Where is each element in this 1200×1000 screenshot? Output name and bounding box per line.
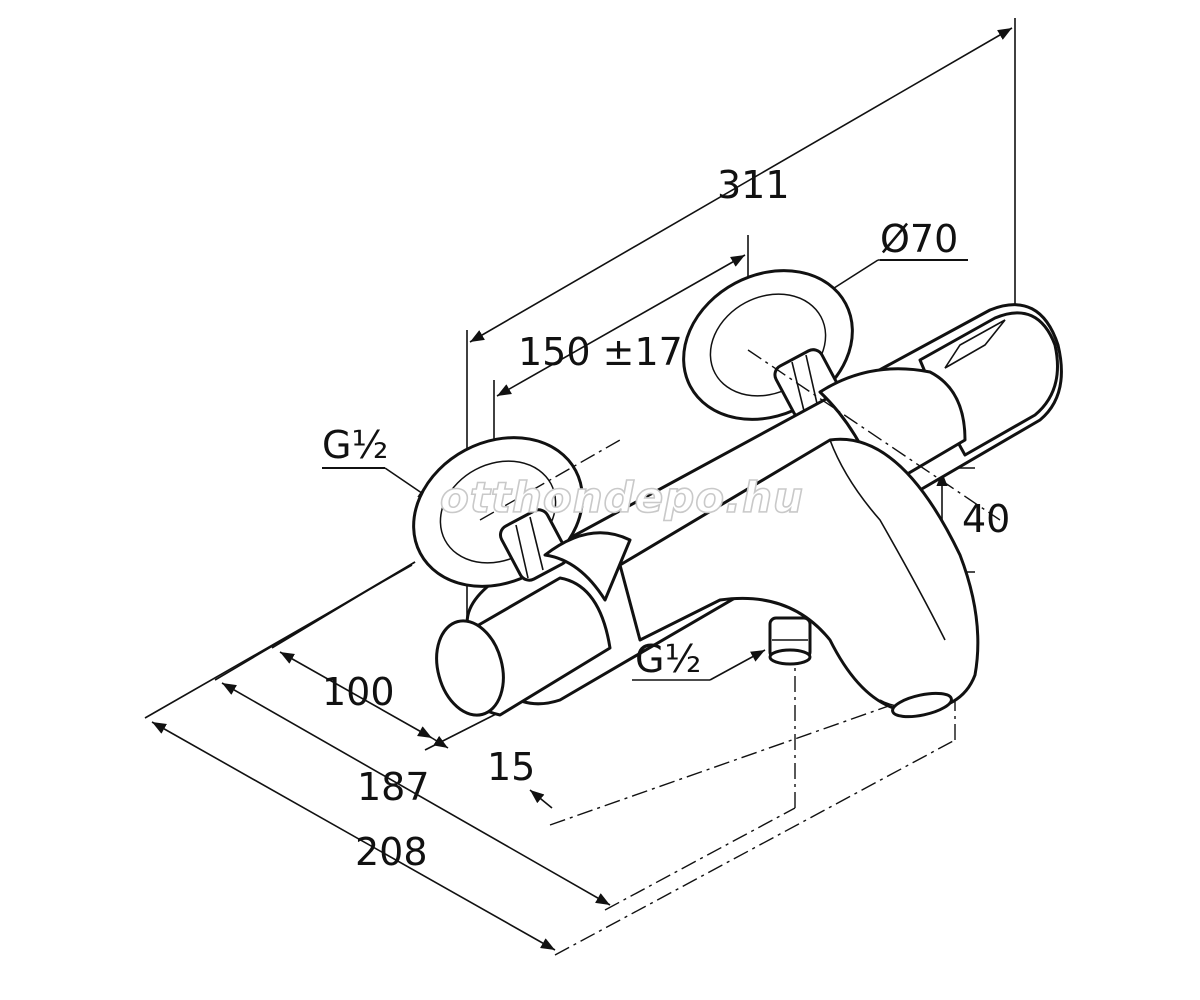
dim-100-label: 100 bbox=[322, 670, 395, 714]
dim-150-label: 150 ±17 bbox=[518, 330, 683, 374]
dim-diameter-70-label: Ø70 bbox=[880, 217, 958, 261]
dim-15-label: 15 bbox=[487, 745, 535, 789]
dim-187-label: 187 bbox=[357, 765, 430, 809]
watermark-text: otthondepo.hu bbox=[440, 473, 804, 522]
dim-40-label: 40 bbox=[962, 497, 1010, 541]
spout-outlet bbox=[891, 691, 953, 719]
dim-208-label: 208 bbox=[355, 830, 428, 874]
faucet-body bbox=[412, 269, 1063, 719]
thread-g-half-bottom-label: G½ bbox=[635, 637, 701, 681]
dim-311-label: 311 bbox=[717, 163, 790, 207]
thread-g-half-left-label: G½ bbox=[322, 423, 388, 467]
